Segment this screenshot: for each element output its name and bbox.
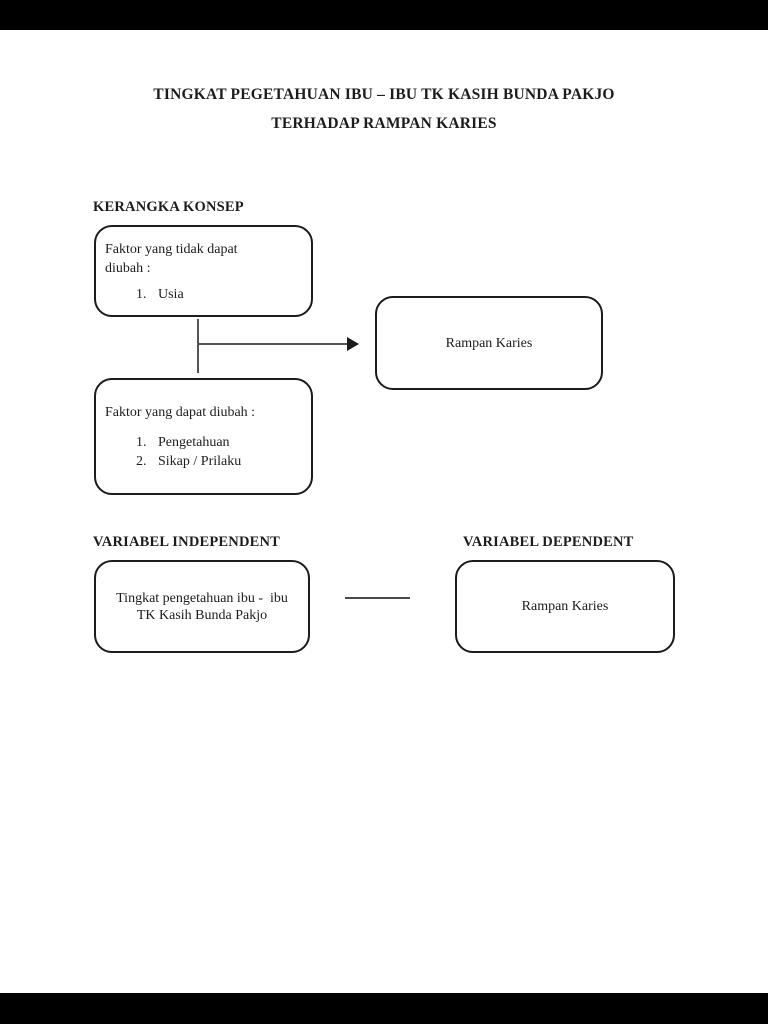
independent-box-line1: Tingkat pengetahuan ibu - ibu bbox=[116, 590, 288, 606]
numbered-list: 1. Usia bbox=[105, 285, 303, 304]
box-label: Faktor yang dapat diubah : bbox=[105, 405, 256, 420]
box-rampan-karies: Rampan Karies bbox=[375, 296, 603, 390]
list-item: 1. Pengetahuan bbox=[136, 433, 303, 452]
list-item-number: 1. bbox=[136, 435, 147, 450]
list-item-number: 2. bbox=[136, 454, 147, 469]
heading-variabel-dependent: VARIABEL DEPENDENT bbox=[463, 534, 634, 550]
list-item-text: Sikap / Prilaku bbox=[158, 454, 242, 469]
box-faktor-tidak-dapat-diubah: Faktor yang tidak dapat diubah : 1. Usia bbox=[94, 225, 313, 317]
list-item-number: 1. bbox=[136, 287, 147, 302]
connector-variables-line bbox=[345, 597, 410, 599]
dependent-box-label: Rampan Karies bbox=[521, 599, 609, 614]
independent-box-line2: TK Kasih Bunda Pakjo bbox=[136, 607, 268, 623]
connector-arrow-line bbox=[198, 343, 348, 345]
connector-vertical-line bbox=[197, 319, 199, 373]
arrowhead-right-icon bbox=[347, 337, 359, 351]
numbered-list: 1. Pengetahuan 2. Sikap / Prilaku bbox=[105, 433, 303, 471]
bottom-letterbox-bar bbox=[0, 993, 768, 1024]
box-label-line2: diubah : bbox=[105, 261, 151, 276]
box-variabel-independent: Tingkat pengetahuan ibu - ibu TK Kasih B… bbox=[94, 560, 310, 653]
heading-variabel-independent: VARIABEL INDEPENDENT bbox=[93, 534, 281, 550]
document-title-line1: TINGKAT PEGETAHUAN IBU – IBU TK KASIH BU… bbox=[153, 86, 615, 103]
top-letterbox-bar bbox=[0, 0, 768, 30]
list-item-text: Usia bbox=[158, 287, 184, 302]
heading-kerangka-konsep: KERANGKA KONSEP bbox=[93, 199, 244, 215]
list-item: 1. Usia bbox=[136, 285, 303, 304]
box-variabel-dependent: Rampan Karies bbox=[455, 560, 675, 653]
box-faktor-dapat-diubah: Faktor yang dapat diubah : 1. Pengetahua… bbox=[94, 378, 313, 495]
list-item-text: Pengetahuan bbox=[158, 435, 230, 450]
list-item: 2. Sikap / Prilaku bbox=[136, 452, 303, 471]
document-title-line2: TERHADAP RAMPAN KARIES bbox=[271, 115, 497, 132]
box-label-line1: Faktor yang tidak dapat bbox=[105, 242, 238, 257]
box-outcome-label: Rampan Karies bbox=[445, 335, 533, 351]
